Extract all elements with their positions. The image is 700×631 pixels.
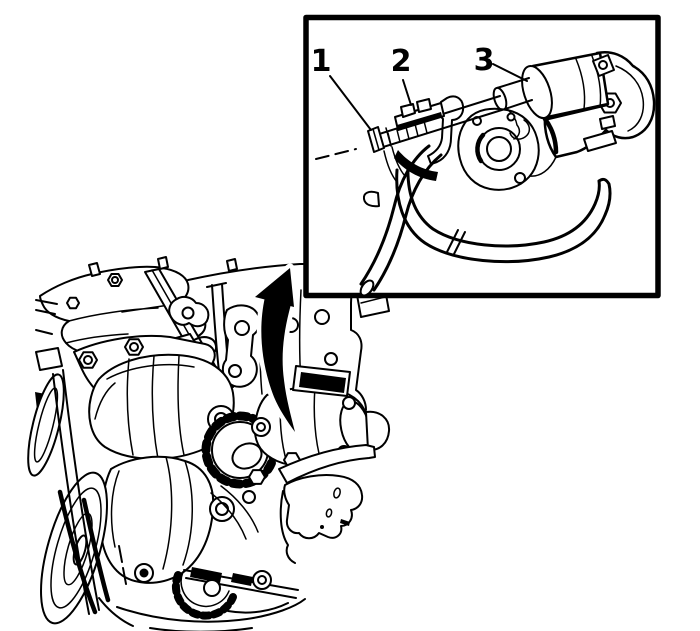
callout-3-label: 3	[474, 43, 495, 78]
callout-2-leader-line	[402, 79, 412, 106]
callout-3-leader-line	[492, 63, 528, 82]
bell-housing	[283, 474, 364, 540]
wiring-connector	[394, 98, 445, 131]
starter-illustration	[315, 51, 656, 297]
callout-2-label: 2	[391, 44, 412, 79]
callout-1-leader-line	[329, 75, 372, 131]
starter-on-engine	[253, 365, 391, 468]
callouts: 1 2 3	[311, 43, 528, 131]
centerline-dashed	[315, 148, 357, 160]
callout-1-label: 1	[311, 44, 332, 79]
compressor	[99, 455, 215, 584]
mount-rail	[278, 444, 376, 484]
engine-illustration	[27, 255, 394, 631]
top-stud-bolts	[88, 255, 323, 277]
zoom-arrow-icon	[250, 263, 300, 437]
crank-pulley	[27, 369, 111, 625]
cable-hose	[359, 144, 443, 292]
detail-inset: 1 2 3	[303, 14, 661, 299]
